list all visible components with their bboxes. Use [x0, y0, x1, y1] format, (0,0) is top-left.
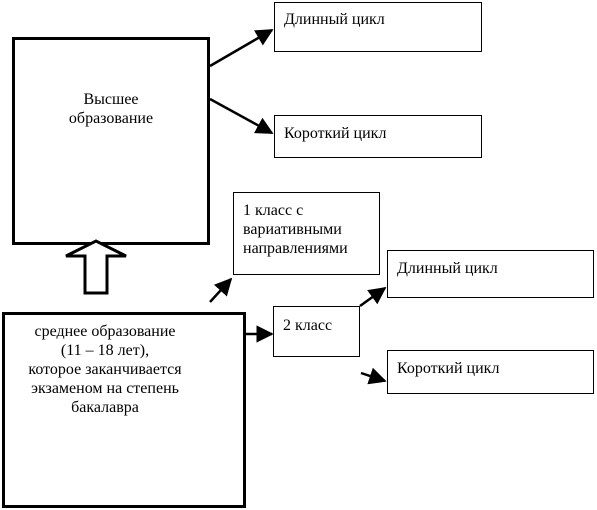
higher-education-box: Высшее образование	[12, 37, 210, 245]
class1-line3: направлениями	[243, 240, 348, 257]
arrow-class2-to-long-cycle	[359, 286, 387, 308]
short-cycle-bottom-box: Короткий цикл	[387, 350, 594, 394]
secondary-line1: среднее образование	[34, 323, 176, 340]
class1-label: 1 класс с вариативными направлениями	[243, 201, 348, 258]
higher-education-label: Высшее образование	[15, 90, 207, 128]
arrow-higher-to-short-cycle	[209, 97, 274, 135]
secondary-line4: экзаменом на степень	[31, 380, 179, 397]
higher-education-line2: образование	[68, 110, 154, 127]
higher-education-line1: Высшее	[83, 91, 139, 108]
secondary-education-box: среднее образование (11 – 18 лет), котор…	[2, 312, 246, 508]
hollow-up-arrow	[65, 239, 127, 295]
secondary-line2: (11 – 18 лет),	[60, 342, 150, 359]
long-cycle-bottom-label: Длинный цикл	[397, 260, 498, 277]
class1-line2: вариативными	[243, 221, 342, 238]
secondary-line3: которое заканчивается	[28, 361, 182, 378]
secondary-line5: бакалавра	[71, 399, 139, 416]
long-cycle-top-box: Длинный цикл	[274, 2, 482, 52]
short-cycle-top-label: Короткий цикл	[284, 125, 387, 142]
arrow-secondary-to-class1	[209, 277, 233, 303]
class1-line1: 1 класс с	[243, 202, 304, 219]
long-cycle-bottom-box: Длинный цикл	[387, 250, 594, 298]
arrow-to-short-cycle-bottom	[360, 367, 387, 385]
class2-label: 2 класс	[283, 317, 333, 334]
class1-box: 1 класс с вариативными направлениями	[233, 192, 380, 275]
long-cycle-top-label: Длинный цикл	[284, 11, 385, 28]
short-cycle-bottom-label: Короткий цикл	[397, 360, 500, 377]
class2-box: 2 класс	[273, 306, 360, 357]
secondary-education-label: среднее образование (11 – 18 лет), котор…	[5, 322, 205, 417]
arrow-higher-to-long-cycle	[209, 28, 274, 68]
short-cycle-top-box: Короткий цикл	[274, 115, 482, 158]
